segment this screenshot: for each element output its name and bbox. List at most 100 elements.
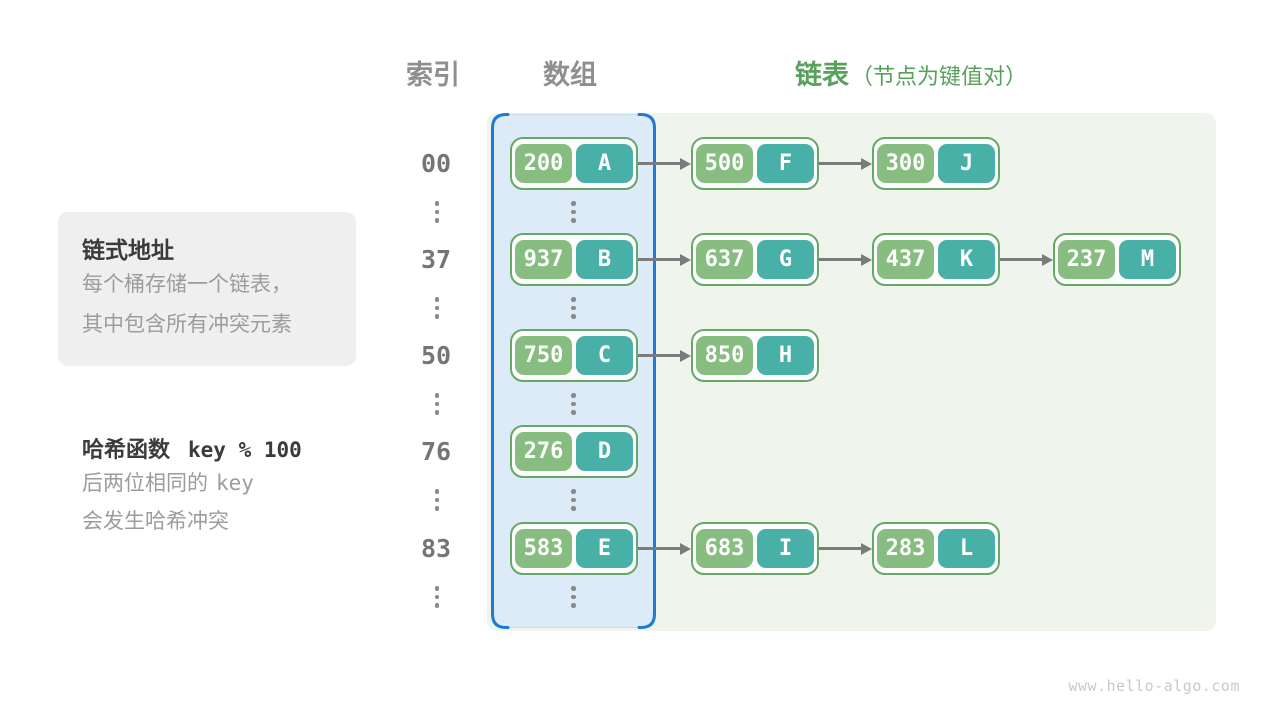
node-key: 850 [696, 336, 753, 375]
arrow-line [638, 547, 681, 550]
bucket-index-label: 76 [420, 437, 452, 466]
hash-function-label: 哈希函数 [82, 437, 171, 462]
node-key: 937 [515, 240, 572, 279]
dot [434, 489, 440, 494]
arrow-head [680, 542, 691, 555]
dot [434, 209, 440, 214]
chaining-note-box: 链式地址 每个桶存储一个链表， 其中包含所有冲突元素 [58, 212, 356, 366]
dot [434, 393, 440, 398]
dot [571, 410, 576, 415]
node-value: L [938, 529, 995, 568]
next-pointer-arrow [819, 233, 872, 286]
node-value: M [1119, 240, 1176, 279]
next-pointer-arrow [1000, 233, 1053, 286]
ellipsis-dots [433, 297, 441, 319]
node-value: C [576, 336, 633, 375]
dot [434, 586, 440, 591]
node-key: 637 [696, 240, 753, 279]
dot [571, 297, 576, 302]
dot [434, 305, 440, 310]
arrow-head [680, 349, 691, 362]
dot [434, 314, 440, 319]
node-value: H [757, 336, 814, 375]
dot [434, 603, 440, 608]
bucket-index-label: 50 [420, 341, 452, 370]
dot [434, 218, 440, 223]
node-key: 437 [877, 240, 934, 279]
next-pointer-arrow [638, 233, 691, 286]
arrow-head [861, 253, 872, 266]
hash-function-code: key % 100 [188, 438, 302, 462]
dot [434, 497, 440, 502]
node-key: 300 [877, 144, 934, 183]
node-value: G [757, 240, 814, 279]
next-pointer-arrow [638, 329, 691, 382]
dot [434, 594, 440, 599]
chaining-note-line: 每个桶存储一个链表， [82, 273, 292, 296]
dot [571, 489, 576, 494]
ellipsis-dots [433, 489, 441, 511]
ellipsis-dots [570, 297, 578, 319]
hash-function-title: 哈希函数 key % 100 [82, 432, 302, 464]
arrow-line [819, 162, 862, 165]
node-value: D [576, 432, 633, 471]
node-key: 583 [515, 529, 572, 568]
arrow-head [680, 157, 691, 170]
bucket-index-label: 37 [420, 245, 452, 274]
column-header-list: 链表 （节点为键值对） [795, 53, 1027, 92]
next-pointer-arrow [819, 522, 872, 575]
node-value: F [757, 144, 814, 183]
arrow-line [638, 354, 681, 357]
dot [571, 497, 576, 502]
arrow-line [819, 547, 862, 550]
dot [571, 594, 576, 599]
ellipsis-dots [570, 201, 578, 223]
node-value: A [576, 144, 633, 183]
ellipsis-dots [570, 393, 578, 415]
node-value: I [757, 529, 814, 568]
next-pointer-arrow [819, 137, 872, 190]
dot [434, 410, 440, 415]
dot [571, 314, 576, 319]
node-value: B [576, 240, 633, 279]
column-header-index: 索引 [406, 60, 460, 90]
ellipsis-dots [570, 586, 578, 608]
node-key: 283 [877, 529, 934, 568]
dot [571, 209, 576, 214]
hash-note-line-text: 后两位相同的 [82, 472, 208, 495]
column-header-array: 数组 [543, 60, 597, 90]
chaining-note-line: 其中包含所有冲突元素 [82, 313, 292, 336]
ellipsis-dots [433, 201, 441, 223]
dot [434, 297, 440, 302]
node-key: 276 [515, 432, 572, 471]
node-value: K [938, 240, 995, 279]
bucket-index-label: 83 [420, 534, 452, 563]
node-key: 500 [696, 144, 753, 183]
next-pointer-arrow [638, 137, 691, 190]
arrow-line [1000, 258, 1043, 261]
node-key: 683 [696, 529, 753, 568]
arrow-line [819, 258, 862, 261]
arrow-head [680, 253, 691, 266]
node-value: E [576, 529, 633, 568]
dot [571, 586, 576, 591]
dot [571, 201, 576, 206]
